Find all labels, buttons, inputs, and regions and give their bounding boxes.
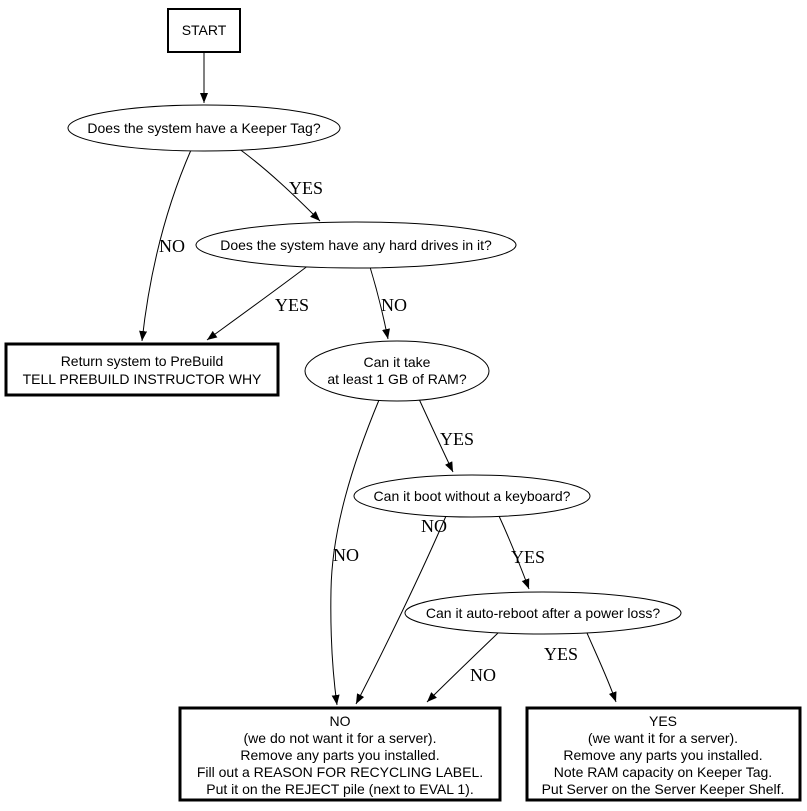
keeper-tag-question-label: Does the system have a Keeper Tag?	[87, 120, 320, 136]
start-node	[167, 8, 241, 53]
reject-line4: Fill out a REASON FOR RECYCLING LABEL.	[197, 764, 483, 780]
auto-reboot-decision-node	[404, 591, 682, 635]
reject-terminal-node	[178, 706, 502, 802]
edge-label-drives-no: NO	[381, 295, 407, 315]
edge-label-keeper-no: NO	[159, 236, 185, 256]
edge-label-keyboard-no: NO	[421, 516, 447, 536]
hard-drives-question-label: Does the system have any hard drives in …	[220, 237, 492, 253]
edge-label-keeper-yes: YES	[289, 178, 323, 198]
prebuild-line2: TELL PREBUILD INSTRUCTOR WHY	[23, 371, 262, 387]
keep-line3: Remove any parts you installed.	[563, 747, 762, 763]
edge-label-reboot-no: NO	[470, 665, 496, 685]
edge-label-keyboard-yes: YES	[511, 547, 545, 567]
edge-drives-yes-to-prebuild-arrow	[206, 264, 310, 341]
edge-reboot-no-to-reject-arrow	[426, 632, 499, 703]
reboot-question-label: Can it auto-reboot after a power loss?	[426, 605, 660, 621]
edge-keeper-yes-to-drives-arrow	[237, 147, 321, 222]
edge-label-ram-no: NO	[333, 545, 359, 565]
edge-ram-yes-to-keyboard-arrow	[418, 398, 454, 473]
prebuild-line1: Return system to PreBuild	[61, 353, 224, 369]
reject-line2: (we do not want it for a server).	[244, 730, 437, 746]
ram-question-line2: at least 1 GB of RAM?	[327, 371, 466, 387]
edge-keeper-no-to-prebuild-arrow	[139, 149, 192, 342]
edge-ram-no-to-reject-arrow	[330, 399, 380, 706]
start-label: START	[182, 22, 227, 38]
ram-decision-node	[304, 340, 490, 402]
keeper-tag-decision-node	[67, 104, 341, 152]
reject-line5: Put it on the REJECT pile (next to EVAL …	[206, 781, 473, 797]
edge-keyboard-yes-to-reboot-arrow	[498, 515, 530, 590]
keyboard-decision-node	[353, 474, 591, 518]
prebuild-terminal-node	[4, 342, 280, 397]
edge-label-ram-yes: YES	[440, 429, 474, 449]
reject-line1: NO	[330, 713, 351, 729]
edge-keyboard-no-to-reject-arrow	[355, 515, 447, 705]
edge-reboot-yes-to-keep-arrow	[586, 632, 617, 703]
keep-line2: (we want it for a server).	[588, 730, 738, 746]
hard-drives-decision-node	[195, 221, 517, 269]
ram-question-line1: Can it take	[364, 354, 431, 370]
keep-line1: YES	[649, 713, 677, 729]
keep-terminal-node	[525, 706, 802, 802]
reject-line3: Remove any parts you installed.	[240, 747, 439, 763]
keep-line5: Put Server on the Server Keeper Shelf.	[542, 781, 785, 797]
keyboard-question-label: Can it boot without a keyboard?	[374, 488, 571, 504]
edge-drives-no-to-ram-arrow	[369, 266, 390, 340]
keep-line4: Note RAM capacity on Keeper Tag.	[554, 764, 772, 780]
edge-label-reboot-yes: YES	[544, 644, 578, 664]
edge-label-drives-yes: YES	[275, 295, 309, 315]
